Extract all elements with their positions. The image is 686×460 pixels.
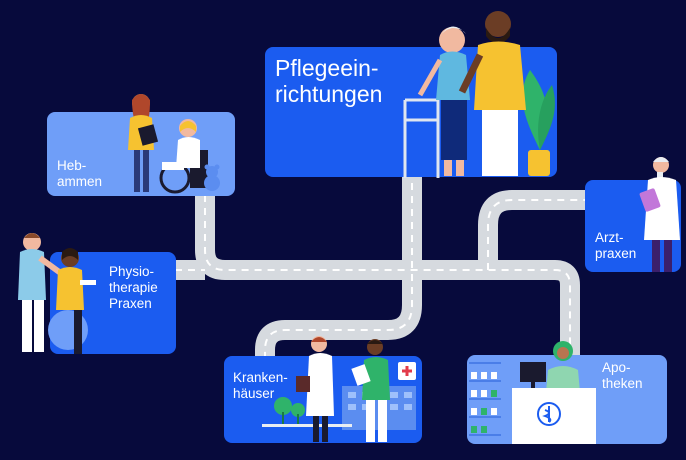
pharmacy-icon — [469, 341, 596, 444]
road-network — [175, 170, 590, 360]
hospital-icon — [262, 336, 416, 442]
midwife-icon — [128, 94, 220, 194]
healthcare-network-map: Pflegeein- richtungen Heb- ammen Arzt- p — [18, 11, 681, 444]
physiotherapy-icon — [18, 233, 96, 354]
doctor-icon — [639, 157, 680, 272]
elderly-care-icon — [403, 11, 555, 178]
